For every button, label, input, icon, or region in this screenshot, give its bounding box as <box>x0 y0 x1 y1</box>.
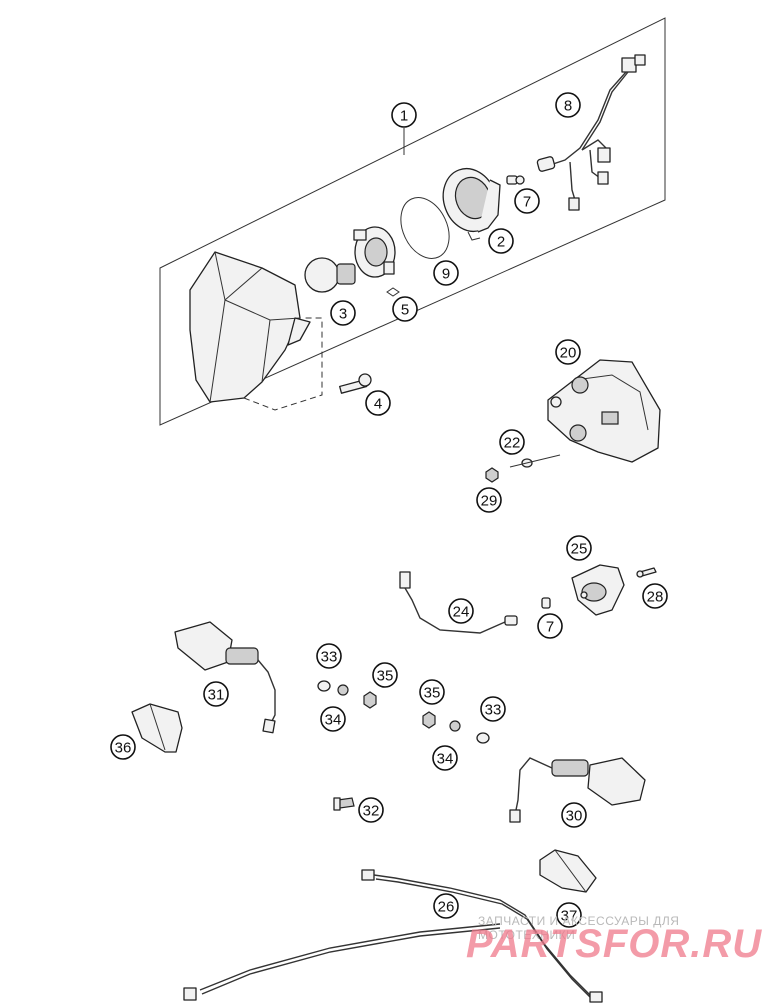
callout-1: 1 <box>391 102 417 128</box>
callout-8: 8 <box>555 92 581 118</box>
washer-34a <box>337 684 349 696</box>
callout-label: 33 <box>321 649 338 666</box>
turn-signal-wiring-harness <box>183 869 603 1003</box>
callout-2: 2 <box>488 228 514 254</box>
callout-25: 25 <box>566 535 592 561</box>
turn-signal-lens-right <box>539 849 597 893</box>
callout-36: 36 <box>110 734 136 760</box>
washer-33b <box>476 732 490 744</box>
callout-label: 1 <box>400 108 408 125</box>
callout-33: 33 <box>480 696 506 722</box>
callout-32: 32 <box>358 797 384 823</box>
callout-31: 31 <box>203 681 229 707</box>
callout-label: 22 <box>504 435 521 452</box>
washer-34b <box>449 720 461 732</box>
tail-light-bulb <box>541 597 551 609</box>
callout-label: 3 <box>339 306 347 323</box>
callout-5: 5 <box>392 296 418 322</box>
callout-29: 29 <box>476 487 502 513</box>
callout-label: 9 <box>442 266 450 283</box>
nut-35a <box>363 691 377 709</box>
parking-bulb <box>506 175 525 185</box>
callout-30: 30 <box>561 802 587 828</box>
headlight-mask <box>189 251 323 411</box>
callout-label: 7 <box>546 619 554 636</box>
callout-label: 2 <box>497 234 505 251</box>
callout-35: 35 <box>419 679 445 705</box>
callout-22: 22 <box>499 429 525 455</box>
callout-33: 33 <box>316 643 342 669</box>
callout-35: 35 <box>372 662 398 688</box>
watermark-tagline: ЗАПЧАСТИ И АКСЕССУАРЫ ДЛЯ МОТОТЕХНИКИ <box>478 914 680 942</box>
headlight-assembly-frame <box>159 17 666 426</box>
callout-label: 29 <box>481 493 498 510</box>
tail-light-screw <box>636 567 657 578</box>
nut <box>485 467 499 483</box>
callout-label: 28 <box>647 589 664 606</box>
callout-9: 9 <box>433 260 459 286</box>
callout-37: 37 <box>556 902 582 928</box>
instrument-cluster <box>547 359 661 463</box>
reflector-seal <box>400 197 450 259</box>
callout-label: 4 <box>374 396 382 413</box>
washer-33a <box>317 680 331 692</box>
callout-28: 28 <box>642 583 668 609</box>
callout-label: 35 <box>377 668 394 685</box>
bulb-holder-ring <box>353 226 396 278</box>
nut-35b <box>422 711 436 729</box>
callout-label: 31 <box>208 687 225 704</box>
callout-34: 34 <box>432 745 458 771</box>
callout-20: 20 <box>555 339 581 365</box>
callout-26: 26 <box>433 893 459 919</box>
callout-label: 26 <box>438 899 455 916</box>
callout-label: 35 <box>424 685 441 702</box>
callout-label: 24 <box>453 604 470 621</box>
watermark-logo: PARTSFOR.RU <box>466 922 763 966</box>
turn-signal-lens-left <box>131 703 183 753</box>
tail-light <box>571 564 625 616</box>
spring-clip <box>386 287 400 297</box>
callout-label: 20 <box>560 345 577 362</box>
headlight-wiring-harness <box>536 54 646 211</box>
callout-4: 4 <box>365 390 391 416</box>
callout-34: 34 <box>320 706 346 732</box>
callout-label: 7 <box>523 194 531 211</box>
callout-label: 34 <box>325 712 342 729</box>
callout-24: 24 <box>448 598 474 624</box>
reflector <box>442 167 501 241</box>
callout-label: 8 <box>564 98 572 115</box>
callout-7: 7 <box>514 188 540 214</box>
turn-signal-left <box>174 621 276 734</box>
callout-label: 37 <box>561 908 578 925</box>
callout-label: 5 <box>401 302 409 319</box>
callout-label: 25 <box>571 541 588 558</box>
callout-3: 3 <box>330 300 356 326</box>
turn-signal-right <box>509 757 646 823</box>
callout-label: 32 <box>363 803 380 820</box>
headlight-bulb <box>304 257 356 293</box>
callout-7: 7 <box>537 613 563 639</box>
callout-label: 36 <box>115 740 132 757</box>
callout-label: 33 <box>485 702 502 719</box>
callout-label: 34 <box>437 751 454 768</box>
stud-line <box>509 454 561 468</box>
taillight-cable <box>399 571 518 634</box>
callout-label: 30 <box>566 808 583 825</box>
mounting-bolt <box>339 373 372 394</box>
screw <box>333 797 355 811</box>
